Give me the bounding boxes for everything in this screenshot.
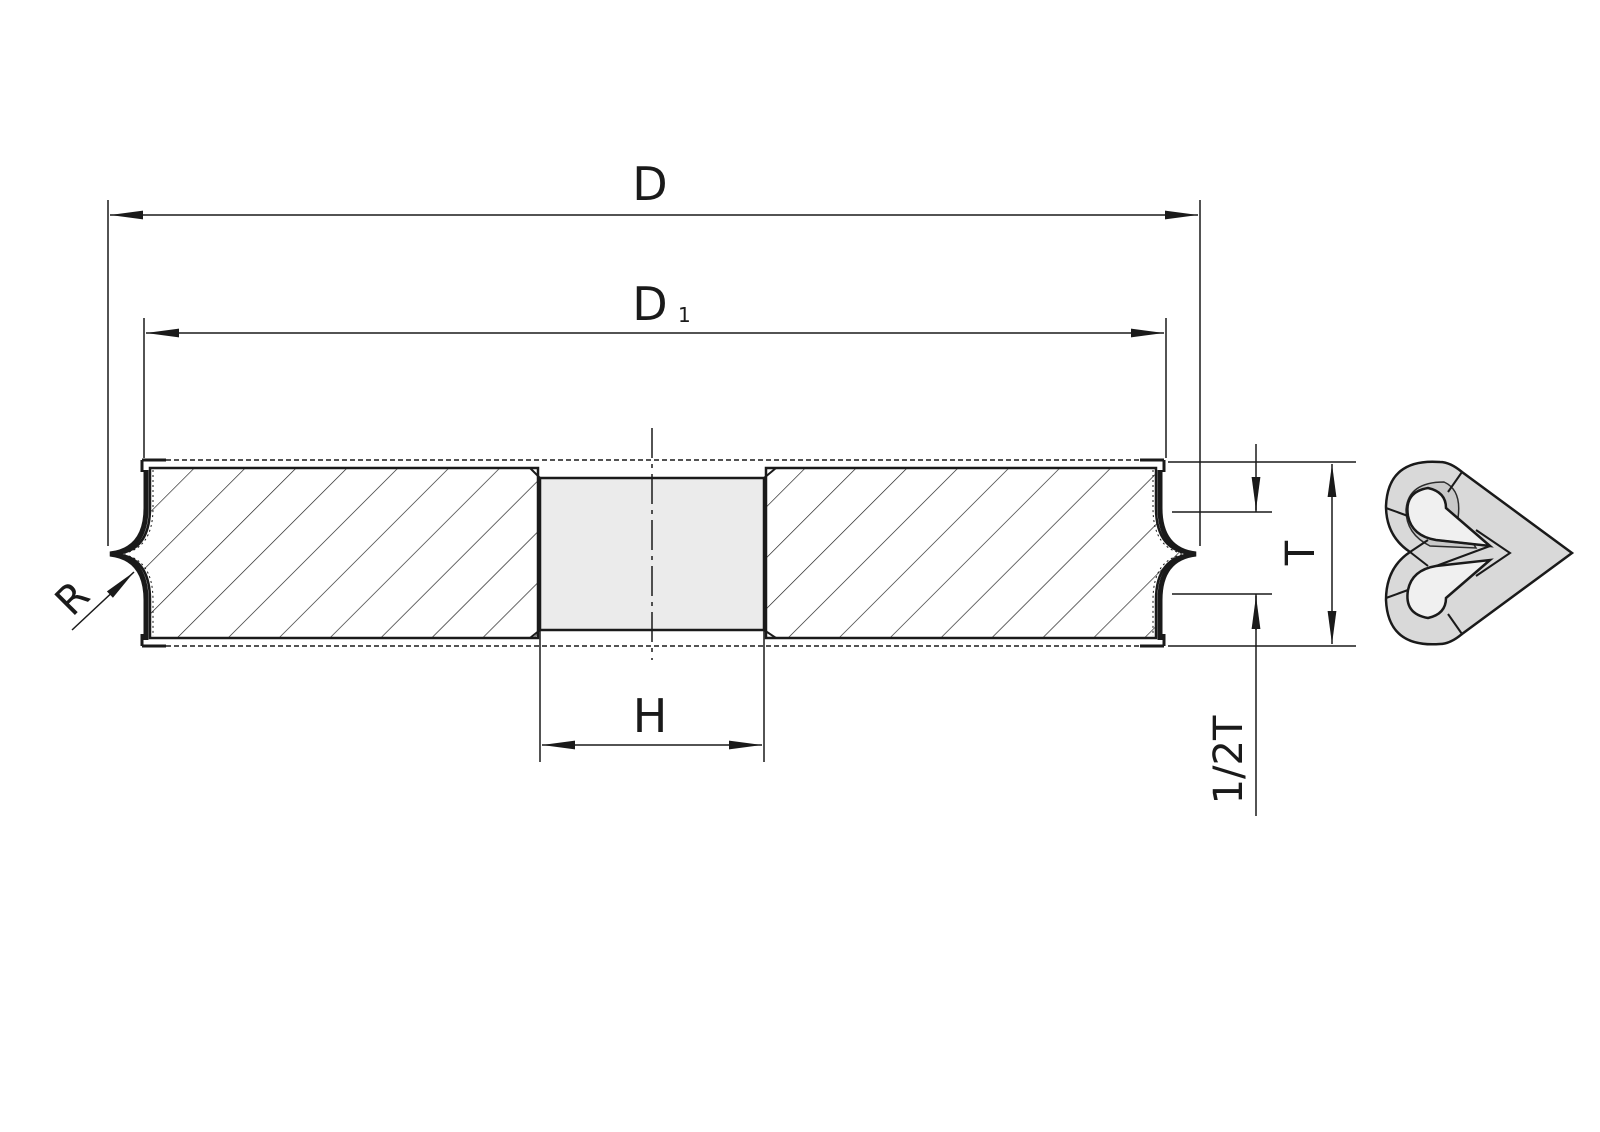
wheel-section [109,428,1197,660]
heart-profile-icon [1384,460,1575,646]
abrasive-layer-right [1157,470,1197,640]
wheel-left-body [113,466,540,640]
label-t: T [1278,540,1324,566]
label-d1-subscript: 1 [678,303,691,327]
label-d1: D [632,277,667,331]
dimension-h: H [539,630,765,762]
label-r: R [47,573,99,625]
dimension-t: T 1/2T [1168,444,1356,816]
dimension-d: D [107,157,1201,546]
dimension-r: R [47,571,135,631]
label-d: D [632,157,667,211]
wheel-right-body [764,466,1195,640]
abrasive-layer-left [109,470,149,640]
label-h: H [633,689,668,743]
label-half-t: 1/2T [1206,715,1252,804]
dimension-d1: D 1 [143,277,1167,458]
